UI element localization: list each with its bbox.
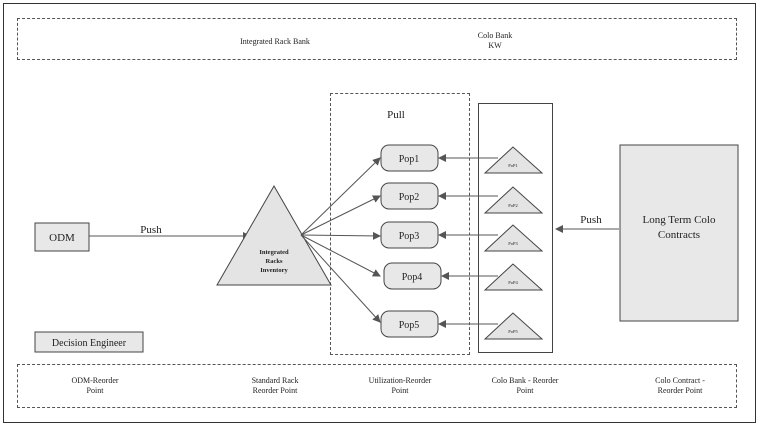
reorder-point-odm: ODM-Reorder Point [71, 376, 119, 395]
arrow-to-pop2 [300, 195, 381, 236]
push-left-label: Push [140, 224, 162, 236]
decision-engineer-box [34, 331, 144, 353]
colo-pop2-label: PoP2 [508, 203, 518, 208]
long-term-label-line2: Contracts [658, 229, 700, 241]
reorder-point-utilization: Utilization-Reorder Point [368, 376, 432, 395]
colo-pop4-triangle [483, 263, 544, 291]
arrow-to-pop4 [300, 234, 381, 277]
colo-bank-kw-label: Colo Bank KW [477, 31, 513, 50]
top-bank-box [17, 18, 737, 60]
diagram-frame [3, 3, 756, 423]
colo-bank-region [478, 103, 553, 353]
colo-pop4-label: PoP4 [508, 280, 518, 285]
integrated-label-line2: Racks [266, 258, 283, 265]
arrow-to-pop3 [300, 231, 381, 240]
reorder-point-bar [17, 364, 737, 408]
push-right-label: Push [580, 214, 602, 226]
colo-pop1-triangle [483, 146, 544, 174]
reorder-point-standard-rack: Standard Rack Reorder Point [251, 376, 299, 395]
colo-pop3-label: PoP3 [508, 241, 518, 246]
pop2-label: Pop2 [399, 192, 420, 203]
colo-pop5-label: PoP5 [508, 329, 518, 334]
colo-pop2-triangle [483, 186, 544, 214]
colo-pop3-triangle [483, 224, 544, 252]
arrow-to-pop5 [300, 234, 381, 323]
pop4-label: Pop4 [402, 272, 423, 283]
pop3-label: Pop3 [399, 231, 420, 242]
long-term-label-line1: Long Term Colo [643, 214, 716, 226]
colo-pop1-label: PoP1 [508, 163, 518, 168]
reorder-point-colo-contract: Colo Contract - Reorder Point [655, 376, 705, 395]
reorder-point-colo-bank: Colo Bank - Reorder Point [491, 376, 559, 395]
odm-box [34, 222, 90, 252]
integrated-label-line1: Integrated [259, 249, 289, 256]
long-term-colo-box [619, 144, 739, 322]
pop1-label: Pop1 [399, 154, 420, 165]
decision-engineer-label: Decision Engineer [52, 338, 127, 349]
integrated-rack-bank-label: Integrated Rack Bank [240, 37, 310, 46]
pull-region [330, 93, 470, 355]
integrated-label-line3: Inventory [260, 267, 288, 274]
odm-label: ODM [49, 232, 75, 244]
pop5-label: Pop5 [399, 320, 420, 331]
colo-pop5-triangle [483, 312, 544, 340]
arrow-to-pop1 [300, 157, 381, 236]
pull-label: Pull [387, 109, 405, 121]
